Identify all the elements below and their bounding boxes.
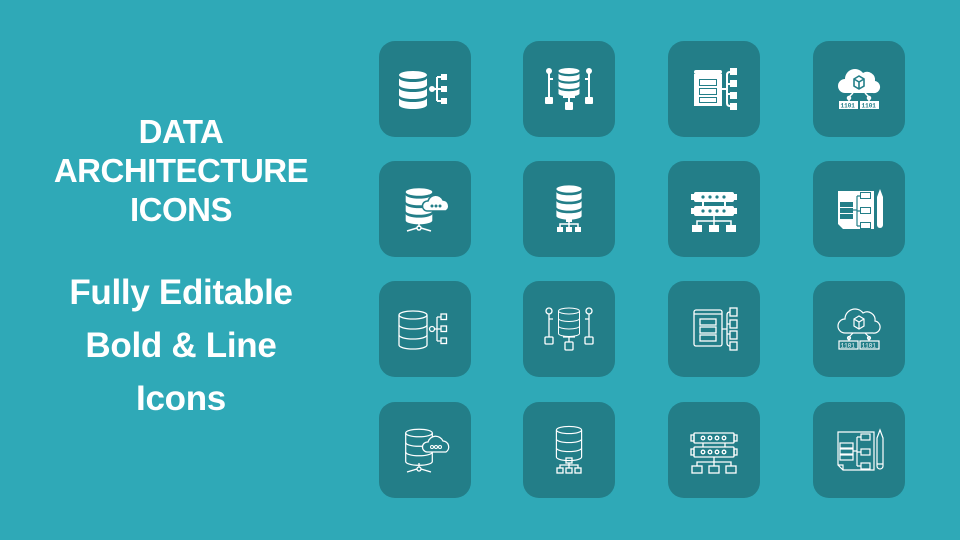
cloud-binary-storage-icon: 1101 1101 <box>838 69 881 110</box>
svg-text:1101: 1101 <box>862 343 877 350</box>
icon-tile-server-hierarchy-bold[interactable] <box>668 161 760 257</box>
blueprint-pencil-icon <box>838 189 883 229</box>
slide-title: DATA ARCHITECTURE ICONS <box>0 112 362 229</box>
icon-tile-database-org-chart-bold[interactable] <box>523 161 615 257</box>
icon-tile-blueprint-pencil-line[interactable] <box>813 402 905 498</box>
title-line-3: ICONS <box>129 191 233 228</box>
icon-tile-server-rack-hierarchy-line[interactable] <box>668 281 760 377</box>
icon-tile-database-cloud-chat-line[interactable] <box>379 402 471 498</box>
svg-text:1101: 1101 <box>862 103 877 110</box>
icon-tile-database-network-bold[interactable] <box>523 41 615 137</box>
slide-subtitle: Fully Editable Bold & Line Icons <box>0 266 362 425</box>
blueprint-pencil-icon <box>837 428 884 471</box>
database-network-icon <box>544 307 594 351</box>
database-org-chart-icon <box>556 185 582 232</box>
server-hierarchy-icon <box>691 192 737 232</box>
icon-tile-database-hierarchy-line[interactable] <box>379 281 471 377</box>
icon-tile-server-rack-hierarchy-bold[interactable] <box>668 41 760 137</box>
subtitle-line-3: Icons <box>136 379 226 418</box>
subtitle-line-1: Fully Editable <box>69 273 293 312</box>
server-rack-hierarchy-icon <box>693 307 738 351</box>
cloud-binary-storage-icon: 1101 1101 <box>837 308 881 350</box>
database-org-chart-icon <box>555 425 583 474</box>
svg-text:1101: 1101 <box>841 103 856 110</box>
icon-tile-database-cloud-chat-bold[interactable] <box>379 161 471 257</box>
icon-tile-database-org-chart-line[interactable] <box>523 402 615 498</box>
subtitle-line-2: Bold & Line <box>85 326 277 365</box>
icon-tile-database-hierarchy-bold[interactable] <box>379 41 471 137</box>
svg-text:1101: 1101 <box>841 343 856 350</box>
server-rack-hierarchy-icon <box>694 68 737 110</box>
database-network-icon <box>545 68 593 110</box>
title-line-1: DATA <box>138 113 224 150</box>
server-hierarchy-icon <box>690 432 738 474</box>
database-cloud-chat-icon <box>405 188 450 232</box>
database-cloud-chat-icon <box>405 428 450 473</box>
icon-tile-cloud-binary-storage-line[interactable]: 1101 1101 <box>813 281 905 377</box>
icon-tile-cloud-binary-storage-bold[interactable]: 1101 1101 <box>813 41 905 137</box>
title-line-2: ARCHITECTURE <box>53 152 309 189</box>
icon-tile-database-network-line[interactable] <box>523 281 615 377</box>
icon-tile-blueprint-pencil-bold[interactable] <box>813 161 905 257</box>
database-hierarchy-icon <box>399 71 447 109</box>
icon-tile-server-hierarchy-line[interactable] <box>668 402 760 498</box>
database-hierarchy-icon <box>398 310 448 350</box>
